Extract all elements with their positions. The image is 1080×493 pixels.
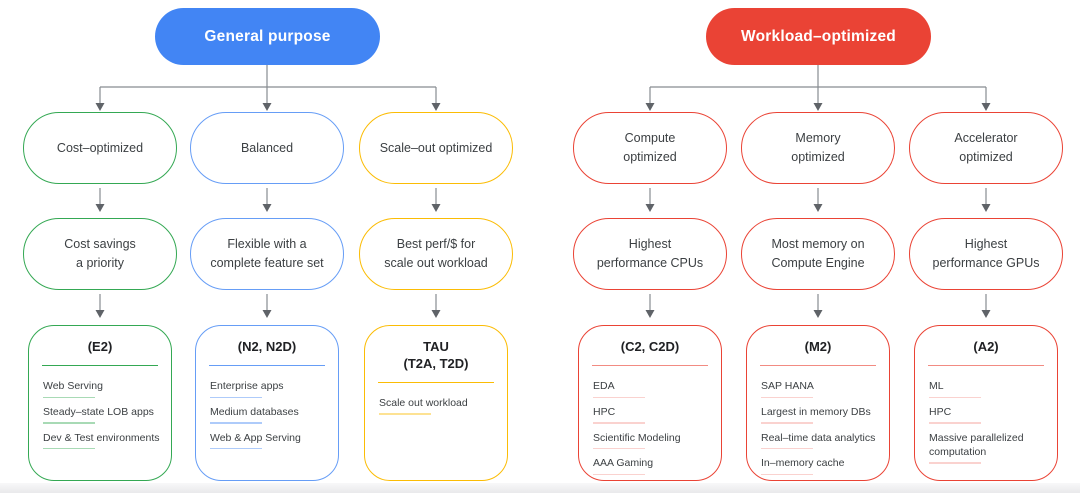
node-text: optimized: [623, 150, 677, 164]
node-text: optimized: [791, 150, 845, 164]
use-case-item: Enterprise apps: [210, 379, 330, 399]
use-case-item: Web Serving: [43, 379, 163, 399]
node-text: Compute Engine: [771, 256, 865, 270]
item-underline: [929, 422, 981, 424]
item-underline: [43, 396, 95, 399]
benefit-best-perf: Best perf/$ for scale out workload: [359, 218, 513, 290]
use-case-item: Dev & Test environments: [43, 431, 163, 450]
use-case-list: Scale out workload: [365, 383, 507, 415]
item-underline: [43, 447, 95, 450]
node-text: a priority: [76, 256, 124, 270]
machine-title: (M2): [804, 339, 832, 354]
use-case-item: ML: [929, 379, 1049, 399]
use-case-item: AAA Gaming: [593, 456, 713, 476]
machine-title: (C2, C2D): [620, 339, 680, 354]
node-text: scale out workload: [384, 256, 488, 270]
item-underline: [593, 473, 645, 476]
item-underline: [210, 447, 262, 450]
item-underline: [593, 422, 645, 424]
use-case-item: Web & App Serving: [210, 431, 330, 450]
title-underline: [928, 364, 1044, 367]
item-underline: [210, 422, 262, 424]
node-text: Flexible with a: [227, 237, 307, 252]
use-case-item: Medium databases: [210, 405, 330, 424]
node-text: Highest: [628, 237, 672, 252]
node-text: performance CPUs: [596, 256, 704, 270]
machine-a2: (A2) ML HPC Massive parallelized computa…: [914, 325, 1058, 481]
node-text: performance GPUs: [932, 256, 1040, 270]
use-case-list: ML HPC Massive parallelized computation: [915, 366, 1057, 464]
use-case-item: Largest in memory DBs: [761, 405, 881, 424]
machine-m2: (M2) SAP HANA Largest in memory DBs Real…: [746, 325, 890, 481]
item-underline: [593, 396, 645, 399]
use-case-item: EDA: [593, 379, 713, 399]
node-text: Memory: [795, 131, 841, 146]
item-underline: [761, 473, 813, 476]
node-text: Scale–out optimized: [379, 140, 493, 155]
node-text: complete feature set: [210, 256, 324, 270]
use-case-item: Steady–state LOB apps: [43, 405, 163, 424]
category-accelerator-optimized: Accelerator optimized: [909, 112, 1063, 184]
item-underline: [761, 422, 813, 424]
machine-title: (A2): [973, 339, 999, 354]
benefit-highest-cpus: Highest performance CPUs: [573, 218, 727, 290]
item-underline: [761, 447, 813, 450]
title-underline: [760, 364, 876, 367]
use-case-item: Real–time data analytics: [761, 431, 881, 450]
use-case-item: Scientific Modeling: [593, 431, 713, 450]
item-underline: [929, 462, 981, 464]
node-text: Cost–optimized: [56, 140, 144, 155]
node-text: Compute: [624, 131, 676, 146]
item-underline: [929, 396, 981, 399]
title-underline: [42, 364, 158, 367]
use-case-item: Massive parallelized computation: [929, 431, 1049, 464]
node-text: Highest: [964, 237, 1008, 252]
node-text: Accelerator: [954, 131, 1018, 146]
machine-title: (N2, N2D): [237, 339, 297, 354]
machine-title: (E2): [87, 339, 113, 354]
title-underline: [378, 381, 494, 384]
use-case-item: HPC: [593, 405, 713, 424]
machine-title: TAU (T2A, T2D): [403, 339, 469, 371]
title-underline: [592, 364, 708, 367]
item-underline: [593, 447, 645, 450]
node-text: Most memory on: [771, 237, 865, 252]
machine-n2-n2d: (N2, N2D) Enterprise apps Medium databas…: [195, 325, 339, 481]
category-balanced: Balanced: [190, 112, 344, 184]
benefit-flexible: Flexible with a complete feature set: [190, 218, 344, 290]
machine-e2: (E2) Web Serving Steady–state LOB apps D…: [28, 325, 172, 481]
title-underline: [209, 364, 325, 367]
node-text: optimized: [959, 150, 1013, 164]
machine-c2-c2d: (C2, C2D) EDA HPC Scientific Modeling AA…: [578, 325, 722, 481]
use-case-list: Web Serving Steady–state LOB apps Dev & …: [29, 366, 171, 450]
use-case-item: HPC: [929, 405, 1049, 424]
node-text: Cost savings: [64, 237, 136, 252]
use-case-list: SAP HANA Largest in memory DBs Real–time…: [747, 366, 889, 476]
header-workload-optimized: Workload–optimized: [706, 8, 931, 65]
benefit-most-memory: Most memory on Compute Engine: [741, 218, 895, 290]
benefit-highest-gpus: Highest performance GPUs: [909, 218, 1063, 290]
use-case-item: Scale out workload: [379, 396, 499, 415]
use-case-item: SAP HANA: [761, 379, 881, 399]
use-case-list: EDA HPC Scientific Modeling AAA Gaming: [579, 366, 721, 476]
category-scale-out-optimized: Scale–out optimized: [359, 112, 513, 184]
node-text: Balanced: [240, 140, 294, 155]
use-case-item: In–memory cache: [761, 456, 881, 476]
node-text: Best perf/$ for: [396, 237, 476, 252]
header-general-purpose: General purpose: [155, 8, 380, 65]
category-cost-optimized: Cost–optimized: [23, 112, 177, 184]
item-underline: [379, 413, 431, 415]
benefit-cost-savings: Cost savings a priority: [23, 218, 177, 290]
bottom-edge-strip: [0, 483, 1080, 493]
item-underline: [761, 396, 813, 399]
item-underline: [210, 396, 262, 399]
use-case-list: Enterprise apps Medium databases Web & A…: [196, 366, 338, 450]
category-compute-optimized: Compute optimized: [573, 112, 727, 184]
machine-tau: TAU (T2A, T2D) Scale out workload: [364, 325, 508, 481]
item-underline: [43, 422, 95, 424]
category-memory-optimized: Memory optimized: [741, 112, 895, 184]
